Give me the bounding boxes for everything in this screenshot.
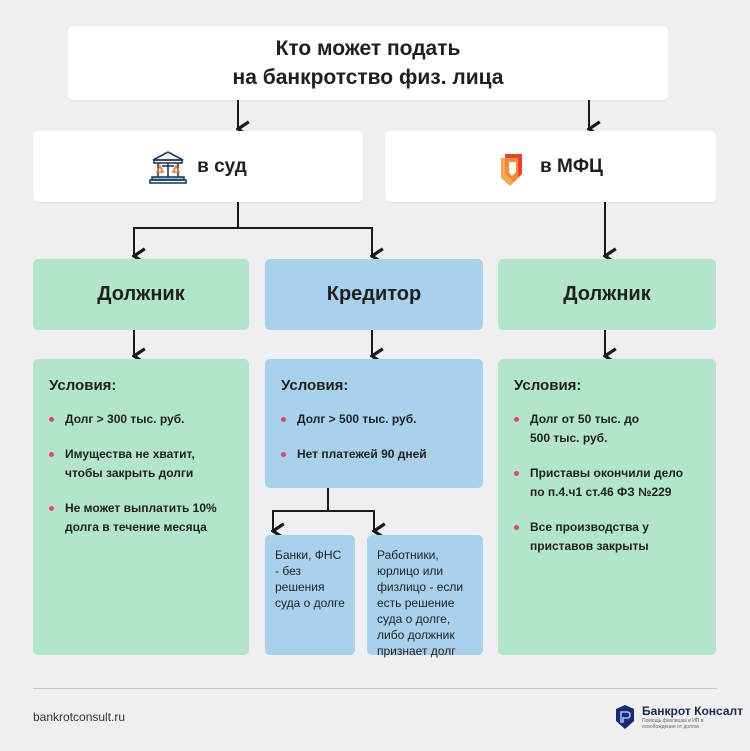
condition-item: Имущества не хватит, чтобы закрыть долги — [49, 445, 249, 483]
conditions-title: Условия: — [514, 377, 582, 394]
creditor-sub-banks: Банки, ФНС - без решения суда о долге — [265, 535, 355, 655]
conditions-title: Условия: — [281, 377, 349, 394]
condition-item: Долг > 300 тыс. руб. — [49, 410, 249, 429]
condition-item: Все производства у приставов закрыты — [514, 518, 716, 556]
debtor-court-conditions: Условия: Долг > 300 тыс. руб. Имущества … — [33, 359, 249, 655]
branch-creditor-sub — [272, 488, 375, 531]
brand-tagline: Помощь физлицам и ИП в освобождении от д… — [642, 718, 704, 730]
conditions-title: Условия: — [49, 377, 117, 394]
condition-item: Приставы окончили дело по п.4.ч1 ст.46 Ф… — [514, 464, 716, 502]
footer-url[interactable]: bankrotconsult.ru — [33, 710, 126, 724]
debtor-mfc-conditions: Условия: Долг от 50 тыс. до 500 тыс. руб… — [498, 359, 716, 655]
debtor-court-header: Должник — [33, 259, 249, 330]
creditor-conditions: Условия: Долг > 500 тыс. руб. Нет платеж… — [265, 359, 483, 488]
debtor-court-label: Должник — [97, 283, 185, 305]
creditor-sub-workers: Работники, юрлицо или физлицо - если ест… — [367, 535, 483, 658]
condition-item: Не может выплатить 10% долга в течение м… — [49, 499, 249, 537]
route-court: в суд — [33, 131, 363, 202]
title-line-2: на банкротство физ. лица — [232, 66, 504, 89]
debtor-mfc-label: Должник — [563, 283, 651, 305]
condition-item: Долг > 500 тыс. руб. — [281, 410, 483, 429]
debtor-mfc-header: Должник — [498, 259, 716, 330]
creditor-label: Кредитор — [326, 283, 422, 305]
route-court-label: в суд — [197, 155, 247, 177]
mfc-logo-icon — [498, 148, 530, 186]
courthouse-icon — [149, 148, 187, 186]
route-mfc-label: в МФЦ — [540, 155, 603, 177]
title-line-1: Кто может подать — [275, 37, 461, 60]
sub-banks-text: Банки, ФНС - без решения суда о долге — [275, 548, 345, 610]
brand-logo-icon — [614, 705, 636, 729]
diagram-title: Кто может подать на банкротство физ. лиц… — [68, 26, 668, 100]
condition-item: Долг от 50 тыс. до 500 тыс. руб. — [514, 410, 716, 448]
route-mfc: в МФЦ — [385, 131, 716, 202]
creditor-header: Кредитор — [265, 259, 483, 330]
brand-name: Банкрот Консалт — [642, 704, 744, 718]
branch-court — [133, 202, 373, 256]
condition-item: Нет платежей 90 дней — [281, 445, 483, 464]
sub-workers-text: Работники, юрлицо или физлицо - если ест… — [377, 548, 464, 658]
footer-divider — [33, 688, 717, 689]
footer-brand: Банкрот Консалт Помощь физлицам и ИП в о… — [614, 704, 743, 730]
